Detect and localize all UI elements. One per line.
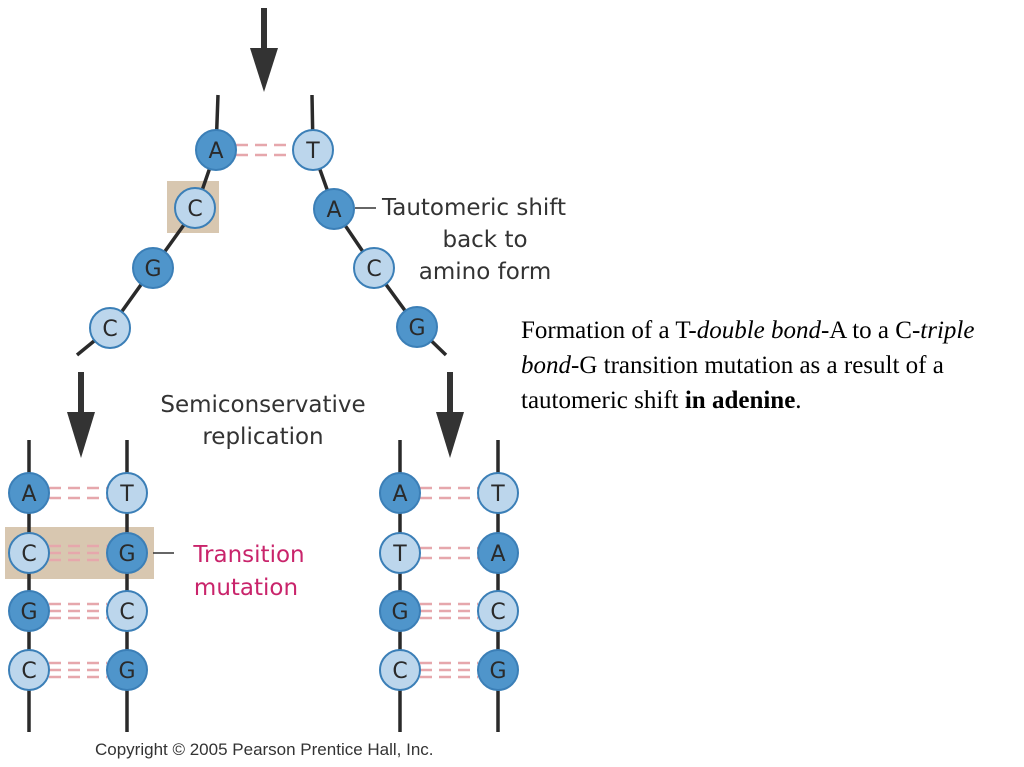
top-pair-left-base-letter: A — [208, 139, 223, 164]
bases: A T C G C A C G A T C G G C C G A T T A G C C G — [8, 129, 519, 691]
right-strand-base-1: A — [313, 188, 355, 230]
left-duplex-base-3b: C — [106, 590, 148, 632]
replication-label: Semiconservative replication — [160, 392, 365, 450]
right-duplex-base-3a-letter: G — [391, 600, 408, 625]
right-duplex-base-3b-letter: C — [490, 600, 505, 625]
top-pair-right-base-circle — [292, 129, 334, 171]
left-duplex-base-2b-circle — [106, 532, 148, 574]
right-strand-base-2-circle — [353, 247, 395, 289]
transition-mutation-label: Transition mutation — [192, 542, 304, 601]
right-duplex-base-2b: A — [477, 532, 519, 574]
right-duplex-base-1b-letter: T — [490, 482, 505, 507]
caption-italic-1: double bond — [696, 317, 821, 344]
left-duplex-base-1b-circle — [106, 472, 148, 514]
hydrogen-bonds — [49, 143, 478, 679]
top-pair-right-base: T — [292, 129, 334, 171]
right-duplex-base-2a-circle — [379, 532, 421, 574]
right-duplex-base-3a-circle — [379, 590, 421, 632]
right-duplex-base-4b-circle — [477, 649, 519, 691]
right-duplex-base-4a-letter: C — [392, 659, 407, 684]
right-duplex-base-2b-circle — [477, 532, 519, 574]
right-duplex-base-1a-letter: A — [392, 482, 407, 507]
tautomeric-line-1: Tautomeric shift — [381, 195, 566, 221]
caption-part-2: -A to a C- — [820, 317, 921, 344]
left-strand-base-1-letter: C — [187, 197, 202, 222]
left-duplex-base-3a: G — [8, 590, 50, 632]
right-duplex-base-4a: C — [379, 649, 421, 691]
left-strand-base-3: C — [89, 307, 131, 349]
left-duplex-base-2a-circle — [8, 532, 50, 574]
left-duplex-base-4a: C — [8, 649, 50, 691]
right-duplex-base-1a: A — [379, 472, 421, 514]
right-duplex-base-1b-circle — [477, 472, 519, 514]
right-strand-base-1-circle — [313, 188, 355, 230]
left-duplex-base-4b-letter: G — [118, 659, 135, 684]
figure-caption: Formation of a T-double bond-A to a C-tr… — [521, 313, 1001, 418]
right-duplex-base-2a: T — [379, 532, 421, 574]
left-duplex-base-2b: G — [106, 532, 148, 574]
left-duplex-base-3a-letter: G — [20, 600, 37, 625]
left-strand-base-2: G — [132, 247, 174, 289]
left-strand-base-1: C — [174, 187, 216, 229]
top-pair-left-base-circle — [195, 129, 237, 171]
left-duplex-base-4b-circle — [106, 649, 148, 691]
tautomeric-shift-label: Tautomeric shift back to amino form — [381, 195, 566, 285]
caption-part-1: Formation of a T- — [521, 317, 697, 344]
left-duplex-base-2b-letter: G — [118, 542, 135, 567]
arrow-down-left-icon — [67, 372, 95, 458]
caption-part-4: . — [795, 387, 802, 414]
caption-part-3: -G transition mutation as a result of a … — [521, 352, 944, 414]
replication-line-2: replication — [202, 424, 323, 450]
right-duplex-base-3a: G — [379, 590, 421, 632]
left-strand-base-2-letter: G — [144, 257, 161, 282]
left-duplex-base-3b-letter: C — [119, 600, 134, 625]
right-duplex-base-2a-letter: T — [392, 542, 407, 567]
right-duplex-base-4b-letter: G — [489, 659, 506, 684]
transition-line-2: mutation — [194, 575, 298, 601]
left-duplex-base-2a: C — [8, 532, 50, 574]
right-strand-base-3-letter: G — [408, 316, 425, 341]
right-duplex-base-2b-letter: A — [490, 542, 505, 567]
right-strand-base-2-letter: C — [366, 257, 381, 282]
right-duplex-base-1a-circle — [379, 472, 421, 514]
left-strand-base-1-circle — [174, 187, 216, 229]
right-duplex-base-4b: G — [477, 649, 519, 691]
transition-line-1: Transition — [192, 542, 304, 568]
right-duplex-base-3b-circle — [477, 590, 519, 632]
copyright-notice: Copyright © 2005 Pearson Prentice Hall, … — [95, 740, 434, 759]
replication-line-1: Semiconservative — [160, 392, 365, 418]
left-duplex-base-3b-circle — [106, 590, 148, 632]
right-strand-base-3-circle — [396, 306, 438, 348]
tautomeric-line-3: amino form — [419, 259, 551, 285]
caption-italic-2: triple bond — [521, 317, 975, 379]
right-strand-base-2: C — [353, 247, 395, 289]
left-duplex-base-1b: T — [106, 472, 148, 514]
right-strand-base-3: G — [396, 306, 438, 348]
left-duplex-base-4a-circle — [8, 649, 50, 691]
tautomeric-line-2: back to — [442, 227, 527, 253]
arrow-down-right-icon — [436, 372, 464, 458]
right-strand-base-1-letter: A — [326, 198, 341, 223]
left-duplex-base-2a-letter: C — [21, 542, 36, 567]
right-duplex-base-4a-circle — [379, 649, 421, 691]
arrow-down-top-icon — [250, 8, 278, 92]
top-pair-right-base-letter: T — [305, 139, 320, 164]
left-strand-base-3-circle — [89, 307, 131, 349]
left-duplex-base-1a-letter: A — [21, 482, 36, 507]
right-duplex-base-1b: T — [477, 472, 519, 514]
left-strand-base-2-circle — [132, 247, 174, 289]
left-duplex-base-1a: A — [8, 472, 50, 514]
right-duplex-base-3b: C — [477, 590, 519, 632]
left-duplex-base-4b: G — [106, 649, 148, 691]
left-duplex-base-1a-circle — [8, 472, 50, 514]
left-duplex-base-1b-letter: T — [119, 482, 134, 507]
top-pair-left-base: A — [195, 129, 237, 171]
left-duplex-base-4a-letter: C — [21, 659, 36, 684]
left-duplex-base-3a-circle — [8, 590, 50, 632]
left-strand-base-3-letter: C — [102, 317, 117, 342]
caption-bold: in adenine — [684, 387, 796, 414]
